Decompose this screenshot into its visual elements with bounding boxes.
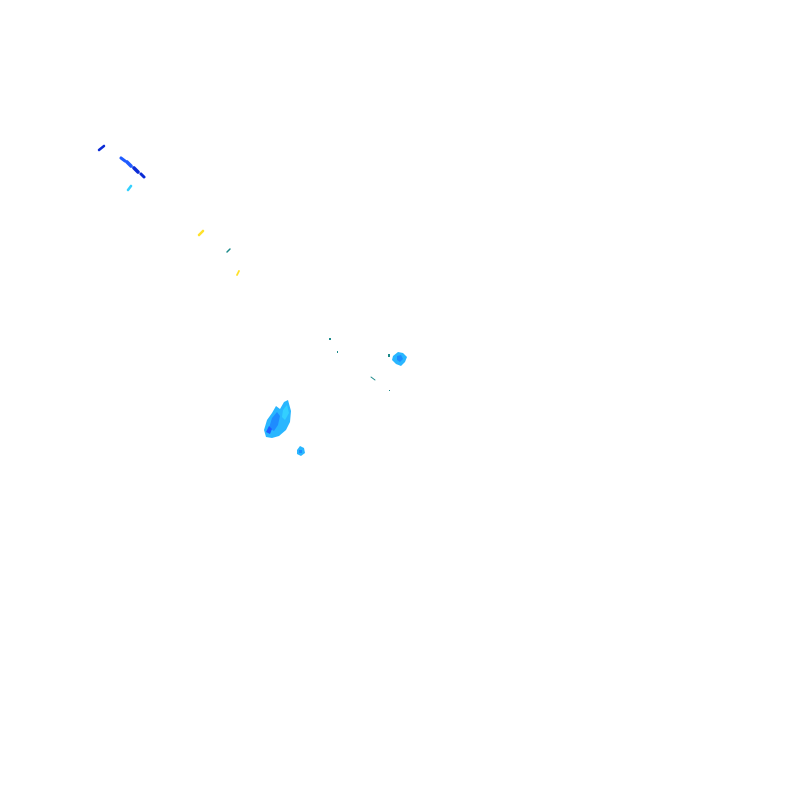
echo-speck-dark-3 [370,376,376,381]
echo-streak-nw-5 [139,172,146,179]
echo-speck-teal-1 [226,248,231,253]
echo-streak-nw-1 [97,144,106,152]
echo-speck-dark-1 [329,338,331,340]
echo-streak-nw-2 [119,156,127,163]
echo-speck-dark-2 [337,351,338,353]
echo-streak-nw-3 [125,160,133,168]
echo-cluster-east [388,352,407,366]
echo-streak-nw-6 [126,184,133,192]
echo-cluster-main [264,400,291,438]
echo-cluster-small [297,446,305,456]
echo-speck-yellow-2 [236,270,240,276]
echo-speck-dark-4 [389,390,390,391]
echo-streak-nw-4 [132,166,140,174]
echo-speck-yellow-1 [197,229,205,237]
